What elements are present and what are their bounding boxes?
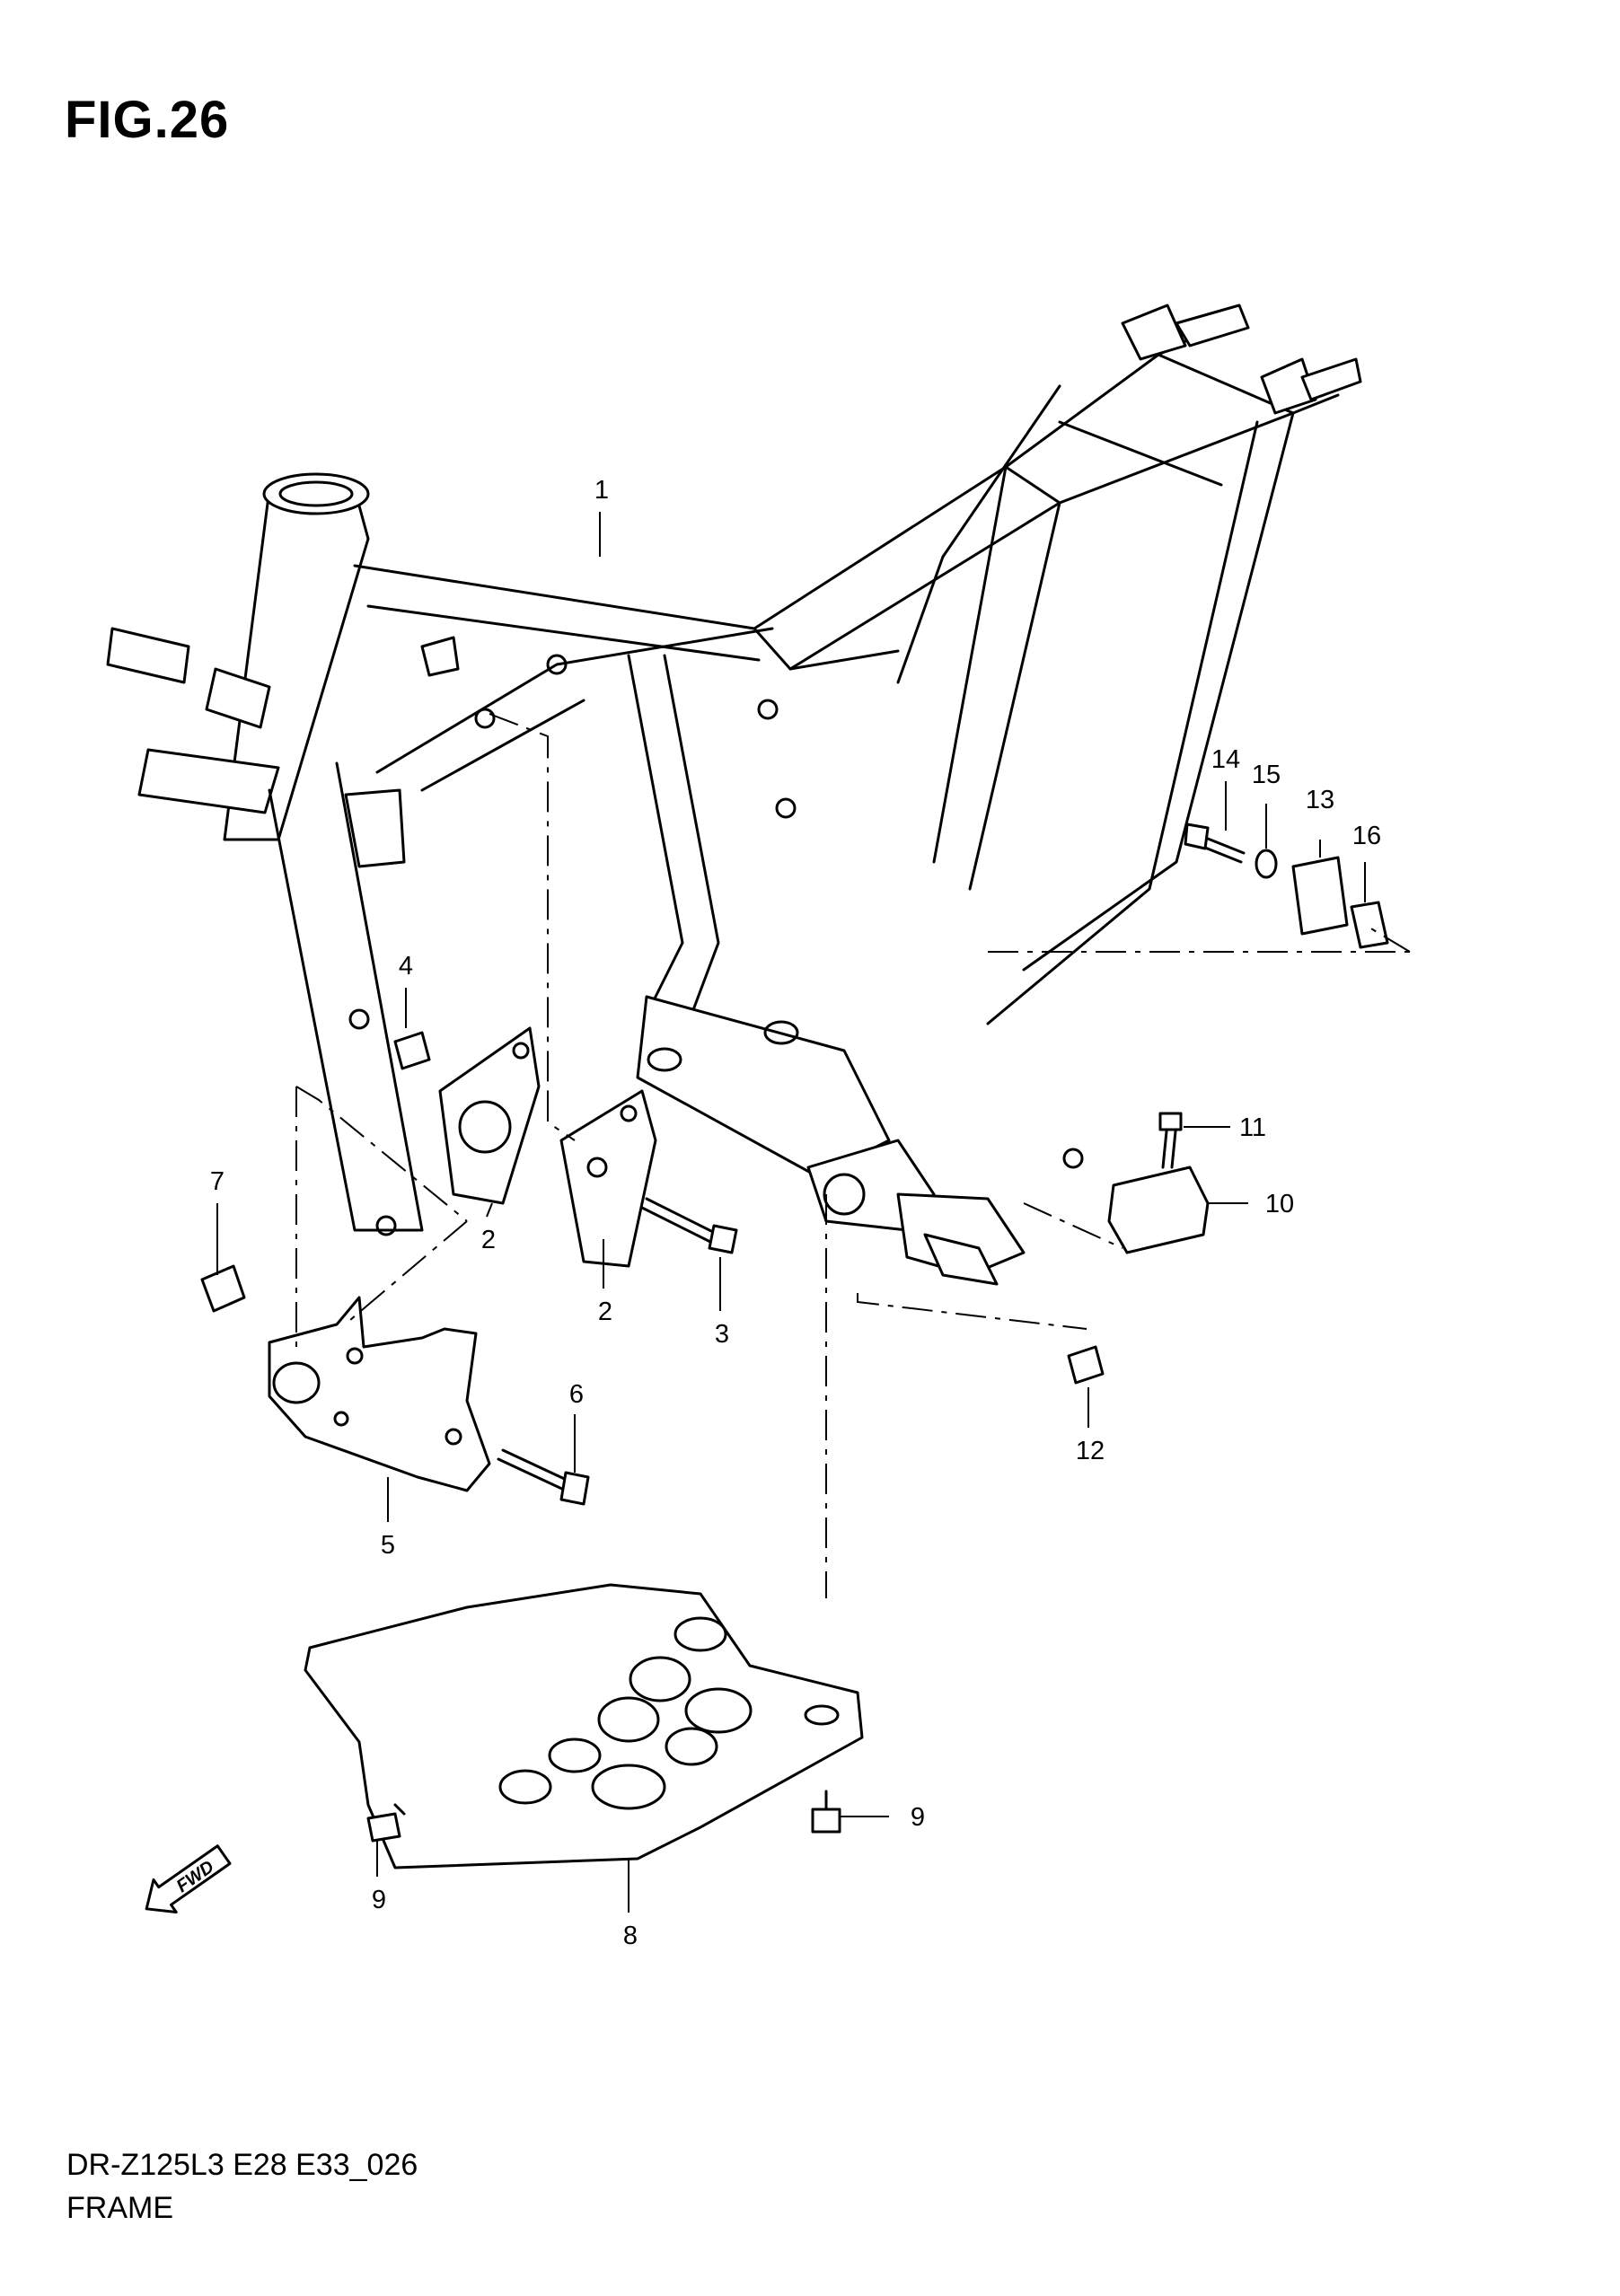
front-engine-bracket [268,1296,491,1492]
callout-12: 12 [1076,1437,1105,1465]
bolt-11 [1158,1112,1183,1169]
callout-4: 4 [399,952,413,981]
callout-7: 7 [210,1167,225,1196]
engine-mount-plate-right [559,1089,657,1268]
callout-5: 5 [381,1531,395,1560]
spacer-13 [1291,856,1349,936]
nut-7 [200,1264,246,1313]
engine-mount-bolt [640,1197,738,1254]
callout-9: 9 [372,1886,386,1914]
callout-15: 15 [1252,761,1281,789]
nut-4 [393,1031,431,1070]
main-frame [106,303,1362,1286]
callout-numbers: 1 2 2 3 4 5 6 7 8 9 9 10 11 12 13 14 15 … [210,476,1381,1950]
bolt-6 [497,1448,590,1506]
nut-12 [1067,1345,1105,1385]
callout-8: 8 [623,1922,638,1950]
washer-15 [1255,849,1278,879]
callout-14: 14 [1211,745,1240,774]
callout-13: 13 [1306,786,1334,814]
callout-1: 1 [594,476,609,505]
bolt-9-left [366,1803,406,1843]
bolt-14 [1184,823,1246,864]
bolt-9-right [811,1790,841,1834]
collar-16 [1350,901,1389,949]
callout-2b: 2 [598,1298,612,1326]
callout-10: 10 [1265,1190,1294,1218]
callout-6: 6 [569,1380,584,1409]
fwd-arrow-icon: FWD [145,1844,232,1913]
callout-11: 11 [1239,1113,1266,1142]
callout-16: 16 [1352,822,1381,850]
figure-title: FIG.26 [65,91,230,149]
callout-9b: 9 [911,1803,925,1832]
cushion-10 [1107,1166,1210,1254]
engine-mount-plate-left [438,1026,541,1205]
section-name: FRAME [66,2191,173,2225]
callout-3: 3 [715,1320,729,1349]
callout-2: 2 [481,1226,496,1254]
skid-plate [304,1583,864,1869]
model-code: DR-Z125L3 E28 E33_026 [66,2148,418,2182]
